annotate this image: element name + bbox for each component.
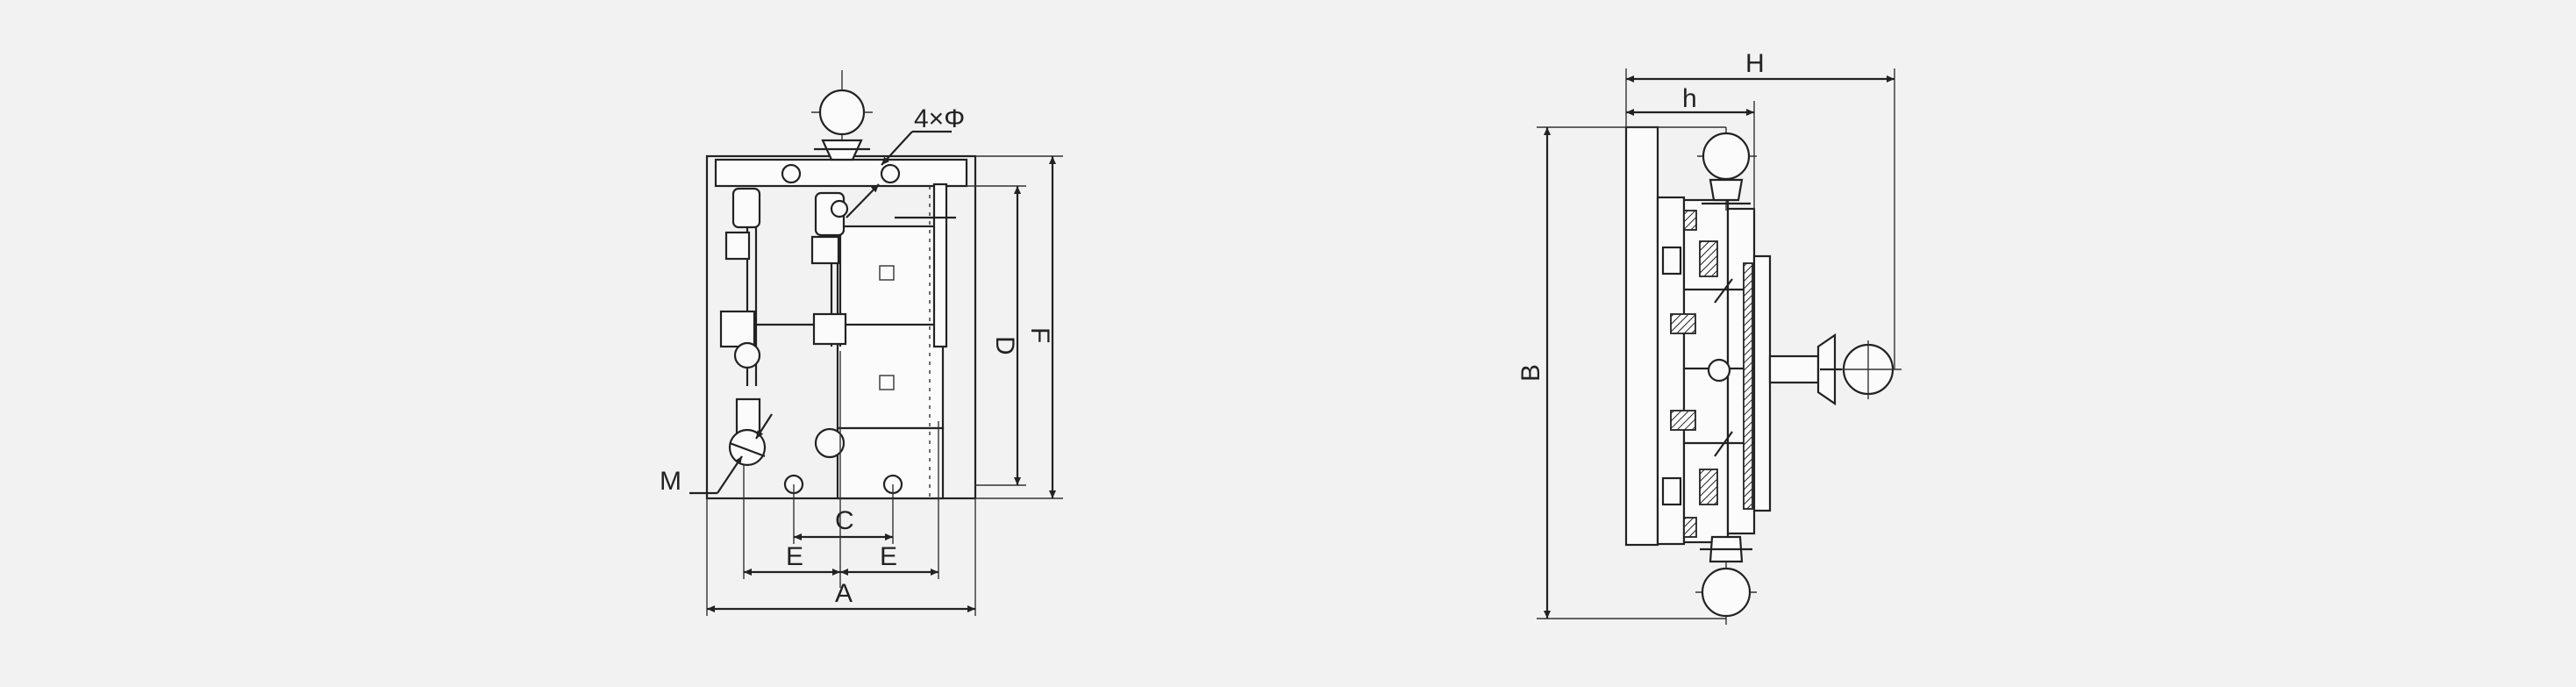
label-h: h	[1682, 84, 1697, 113]
fittings	[719, 187, 847, 467]
front-top-bar	[714, 158, 968, 188]
label-B: B	[1516, 364, 1545, 382]
side-top-handle	[1697, 127, 1757, 211]
label-holes: 4×Φ	[914, 104, 965, 133]
label-E-left: E	[786, 542, 803, 571]
side-bottom-handle	[1695, 535, 1757, 625]
label-E-right: E	[880, 542, 897, 571]
leader-M: M	[660, 413, 773, 496]
label-F: F	[1025, 327, 1054, 343]
mounting-holes	[781, 163, 903, 495]
side-back-plate	[1624, 125, 1659, 547]
leader-holes: 4×Φ	[846, 104, 965, 218]
dim-B: B	[1516, 126, 1726, 619]
front-view: 4×Φ M C E E A	[660, 70, 1063, 616]
dim-F: F	[975, 155, 1063, 499]
label-D: D	[990, 336, 1019, 355]
dim-h: h	[1626, 84, 1755, 211]
dim-E: E E	[743, 351, 939, 588]
side-front-cover	[1743, 254, 1772, 512]
center-contact-block	[836, 182, 956, 500]
label-H: H	[1745, 49, 1765, 78]
side-mechanism	[1661, 198, 1756, 544]
dim-A: A	[706, 498, 976, 616]
side-view: H h B	[1516, 49, 1902, 625]
top-handle	[811, 70, 873, 161]
dim-D: D	[967, 185, 1026, 486]
dim-H: H	[1625, 49, 1895, 369]
label-C: C	[835, 506, 854, 535]
label-M: M	[660, 467, 681, 496]
label-A: A	[835, 579, 853, 608]
side-knob	[1768, 333, 1902, 406]
